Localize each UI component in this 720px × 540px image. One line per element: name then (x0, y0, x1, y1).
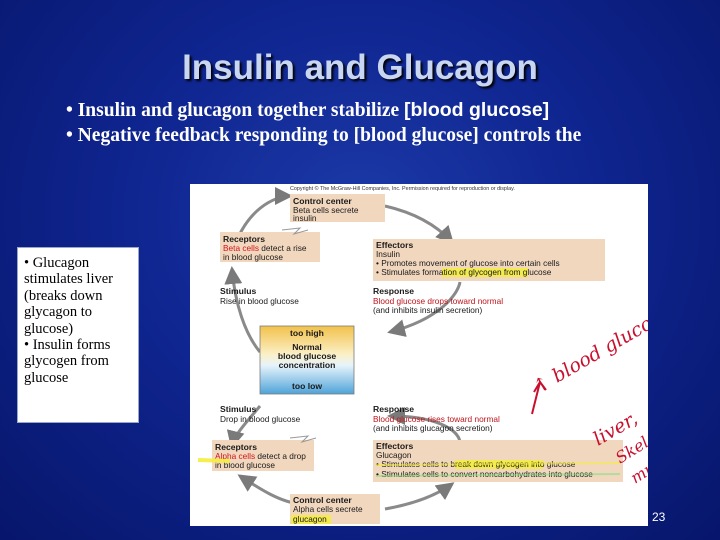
response-bottom: Response Blood glucose rises toward norm… (373, 404, 500, 433)
control-center-bottom-title: Control center (293, 495, 352, 505)
concentration-label: concentration (279, 360, 336, 370)
effectors-bottom-title: Effectors (376, 441, 413, 451)
normal-label: Normal (292, 342, 322, 352)
receptors-top: Receptors Beta cells detect a rise in bl… (220, 227, 320, 262)
receptors-top-line2: in blood glucose (223, 252, 283, 262)
receptors-bottom-action: detect a drop (255, 451, 306, 461)
effectors-bottom-line1: Glucagon (376, 450, 412, 460)
stimulus-top-line1: Rise in blood glucose (220, 296, 299, 306)
bullet-1-text: • Insulin and glucagon together stabiliz… (66, 100, 405, 121)
bullet-2: • Negative feedback responding to [blood… (66, 125, 582, 146)
blood-glucose-label: blood glucose (278, 351, 336, 361)
page-number: 23 (652, 510, 666, 524)
effectors-top-line1: Insulin (376, 249, 400, 259)
stimulus-top: Stimulus Rise in blood glucose (220, 286, 299, 306)
bullet-1: • Insulin and glucagon together stabiliz… (66, 98, 586, 123)
receptors-top-cell: Beta cells (223, 243, 259, 253)
receptors-bottom-line1: Alpha cells detect a drop (215, 451, 306, 461)
control-center-bottom-line1: Alpha cells secrete (293, 504, 363, 514)
response-bottom-title: Response (373, 404, 414, 414)
slide-title: Insulin and Glucagon (182, 48, 538, 87)
response-bottom-line2: (and inhibits glucagon secretion) (373, 423, 493, 433)
receptors-bottom-title: Receptors (215, 442, 257, 452)
control-center-top-line1: Beta cells secrete (293, 205, 359, 215)
control-center-bottom-line2: glucagon (293, 514, 327, 524)
feedback-diagram: Copyright © The McGraw-Hill Companies, I… (190, 184, 648, 526)
bullet-list: • Insulin and glucagon together stabiliz… (66, 98, 586, 148)
effectors-top: Effectors Insulin • Promotes movement of… (373, 239, 605, 281)
receptors-bottom-line2: in blood glucose (215, 460, 275, 470)
response-top: Response Blood glucose drops toward norm… (373, 286, 503, 315)
stimulus-bottom-title: Stimulus (220, 404, 257, 414)
too-high-label: too high (290, 328, 324, 338)
copyright-text: Copyright © The McGraw-Hill Companies, I… (290, 185, 515, 192)
control-center-bottom: Control center Alpha cells secrete gluca… (290, 494, 380, 524)
control-center-top-title: Control center (293, 196, 352, 206)
control-center-top-line2: insulin (293, 213, 317, 223)
side-note-line-2: • Insulin forms glycogen from glucose (24, 337, 111, 386)
feedback-diagram-svg: Copyright © The McGraw-Hill Companies, I… (197, 185, 649, 524)
side-note-line-1: • Glucagon stimulates liver (breaks down… (24, 255, 113, 337)
effectors-top-line2: • Promotes movement of glucose into cert… (376, 258, 560, 268)
stimulus-bottom: Stimulus Drop in blood glucose (220, 404, 301, 424)
normal-glucose-box: too high Normal blood glucose concentrat… (259, 325, 355, 395)
stimulus-bottom-line1: Drop in blood glucose (220, 414, 301, 424)
response-top-title: Response (373, 286, 414, 296)
bullet-1-term: [blood glucose] (404, 99, 550, 121)
control-center-top: Control center Beta cells secrete insuli… (290, 194, 385, 223)
receptors-top-line1: Beta cells detect a rise (223, 243, 307, 253)
response-bottom-line1: Blood glucose rises toward normal (373, 414, 500, 424)
receptors-top-action: detect a rise (259, 243, 307, 253)
annotation-blood-glucose: ↑ blood glucose (530, 302, 649, 398)
side-note-box: • Glucagon stimulates liver (breaks down… (17, 247, 139, 423)
effectors-bottom-line3: • Stimulates cells to convert noncarbohy… (376, 469, 593, 479)
effectors-top-line3: • Stimulates formation of glycogen from … (376, 267, 552, 277)
stimulus-top-title: Stimulus (220, 286, 257, 296)
receptors-top-title: Receptors (223, 234, 265, 244)
effectors-top-title: Effectors (376, 240, 413, 250)
receptors-bottom: Receptors Alpha cells detect a drop in b… (212, 435, 317, 471)
response-top-line2: (and inhibits insulin secretion) (373, 305, 483, 315)
receptors-bottom-cell: Alpha cells (215, 451, 255, 461)
response-top-line1: Blood glucose drops toward normal (373, 296, 503, 306)
too-low-label: too low (292, 381, 322, 391)
